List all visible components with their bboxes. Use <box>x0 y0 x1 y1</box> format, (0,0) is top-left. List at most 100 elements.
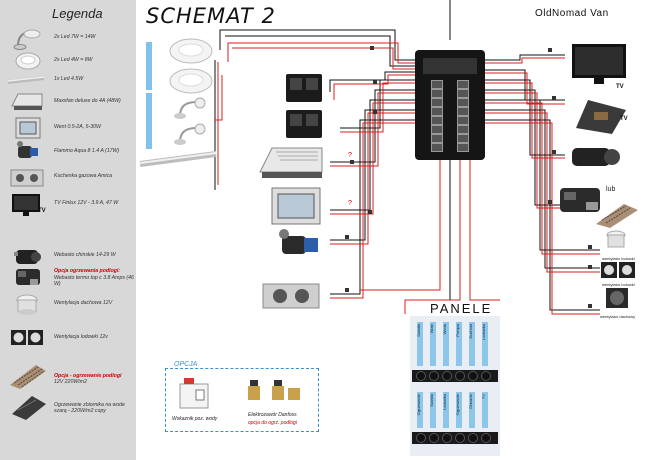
panel2-switch[interactable] <box>429 433 439 443</box>
panel1-switch[interactable] <box>442 371 452 381</box>
gas-stove-icon <box>10 169 44 187</box>
panel1-label-0: Swiatla <box>416 322 423 366</box>
roof-vent-dark-icon <box>576 100 626 134</box>
round-led-icon <box>15 52 41 70</box>
fuse <box>431 107 443 116</box>
fuse <box>457 107 469 116</box>
panel1-switch[interactable] <box>468 371 478 381</box>
panel-switch-caption: Lodowka <box>442 394 447 411</box>
legend-item-tv: TV TV Finlux 12V - 3.9 A, 47 W <box>0 192 136 218</box>
panel-switch-caption: Ogrzewanie <box>455 394 460 416</box>
legend-item-maxxfan: Maxxfan deluxe do 4A (48W) <box>0 90 136 116</box>
roof-vent-icon <box>16 294 38 315</box>
caption-floor-heat-option: opcja do ogrz. podlogi <box>248 420 297 426</box>
floor-heating-mat-icon <box>596 204 638 228</box>
legend-item-text: Maxxfan deluxe do 4A (48W) <box>54 98 121 104</box>
legend-item-text: 2x Led 7W = 14W <box>54 34 96 40</box>
fuse-box <box>415 50 485 160</box>
connectors <box>345 46 592 308</box>
legend-item-floor-heating-option: Opcja ogrzewania podlogi: Webasto termo … <box>0 265 136 295</box>
panel2-label-0: Ogrzewanie <box>416 392 423 428</box>
tv-label-legend: TV <box>38 208 46 214</box>
legend-item-tank-heater: Ogrzewanie zbiornika na wode szarą - 220… <box>0 392 136 424</box>
fuse <box>457 143 469 152</box>
diesel-heater-icon <box>14 250 41 264</box>
panels-title: PANELE <box>430 301 493 316</box>
legend-panel: Legenda 2x Led 7W = 14W 2x Led 4W = 8W <box>0 0 136 460</box>
ceiling-lamp-icon <box>13 29 41 50</box>
panel-switch-caption: TV <box>481 394 486 400</box>
caption-roof-fan: wentylator dachowy <box>600 314 636 319</box>
solenoid-valves-icon <box>248 380 300 400</box>
brand-name: OldNomad Van <box>535 8 609 19</box>
panel-switch-caption: Swiatla <box>416 324 421 337</box>
legend-item-text: 1x Led 4.5W <box>54 76 84 82</box>
heating-mat-icon <box>10 365 46 389</box>
heater-icon <box>572 148 620 166</box>
legend-item-led-8w: 2x Led 4W = 8W <box>0 49 136 75</box>
roof-vent-round-icon <box>606 230 626 248</box>
panel2-switch[interactable] <box>442 433 452 443</box>
panel2-switch[interactable] <box>416 433 426 443</box>
question-mark-1: ? <box>348 152 352 159</box>
fuse <box>457 98 469 107</box>
panel2-switch[interactable] <box>481 433 491 443</box>
legend-item-vent: Went 0.5-2A, 5-30W <box>0 116 136 142</box>
fuse <box>431 98 443 107</box>
panel1-label-5: Lodowka <box>481 322 488 366</box>
tv-icon <box>12 194 40 216</box>
fuse <box>457 80 469 89</box>
panel2-label-2: Lodowka <box>442 392 449 428</box>
skylight-icon <box>271 187 321 225</box>
reading-lamp-2-icon <box>174 123 206 145</box>
legend-item-text: 2x Led 4W = 8W <box>54 57 93 63</box>
legend-item-text: Opcja - ogrzewanie podlogi <box>54 373 122 379</box>
panel1-label-2: Woda <box>442 322 449 366</box>
tank-heater-icon <box>12 396 46 420</box>
panel-switch-caption: Woda <box>442 324 447 335</box>
legend-item-text: Kuchenka gazowa Amica <box>54 173 113 179</box>
panel1-switch[interactable] <box>481 371 491 381</box>
legend-item-note: Webasto termo top c 3.8 Amps (46 W) <box>54 275 134 287</box>
legend-item-fridge-ventilation: Wentylacja lodowki 12v <box>0 326 136 352</box>
panel1-switch[interactable] <box>416 371 426 381</box>
option-title: OPCJA <box>172 361 200 368</box>
panel2-switch[interactable] <box>468 433 478 443</box>
fuse <box>457 116 469 125</box>
panel-switch-caption: Wiatr <box>429 324 434 334</box>
panel1-switch[interactable] <box>455 371 465 381</box>
maxxfan-icon <box>259 147 323 178</box>
panel1-label-1: Wiatr <box>429 322 436 366</box>
roof-lamp-icon <box>169 38 213 64</box>
panel1-label-3: Pompa <box>455 322 462 366</box>
red-wires-left <box>215 42 416 299</box>
or-label: lub <box>606 186 616 193</box>
fuse <box>431 134 443 143</box>
caption-fridge-fan-1: wentylator lodowki <box>602 256 635 261</box>
panel1-switch[interactable] <box>429 371 439 381</box>
option-box <box>165 368 319 432</box>
legend-item-heater: Webasto chinskie 14-29 W <box>0 244 136 270</box>
legend-item-led-strip: 1x Led 4.5W <box>0 68 136 94</box>
fridge-fans-icon <box>601 262 635 278</box>
fuse <box>457 134 469 143</box>
roof-fan-round-icon <box>606 288 628 308</box>
legend-item-text: TV Finlux 12V - 3.9 A, 47 W <box>54 200 119 206</box>
legend-item-text: Wentylacja lodowki 12v <box>54 334 108 340</box>
legend-item-led-14w: 2x Led 7W = 14W <box>0 26 136 52</box>
diagram-title: SCHEMAT 2 <box>146 4 276 28</box>
webasto-heater-icon <box>560 188 600 212</box>
legend-item-text: Webasto chinskie 14-29 W <box>54 252 116 258</box>
panel-switch-caption: Kuchnia <box>468 324 473 339</box>
fuse <box>431 89 443 98</box>
panel-switch-caption: Gniazdo <box>468 394 473 409</box>
panel2-label-3: Ogrzewanie <box>455 392 462 428</box>
fuse-bus-bar <box>423 58 477 74</box>
panel2-switch[interactable] <box>455 433 465 443</box>
legend-item-text: Opcja ogrzewania podlogi: <box>54 268 121 274</box>
stove-icon <box>262 283 320 309</box>
legend-item-text: Went 0.5-2A, 5-30W <box>54 124 101 130</box>
water-pump-icon <box>17 141 38 158</box>
